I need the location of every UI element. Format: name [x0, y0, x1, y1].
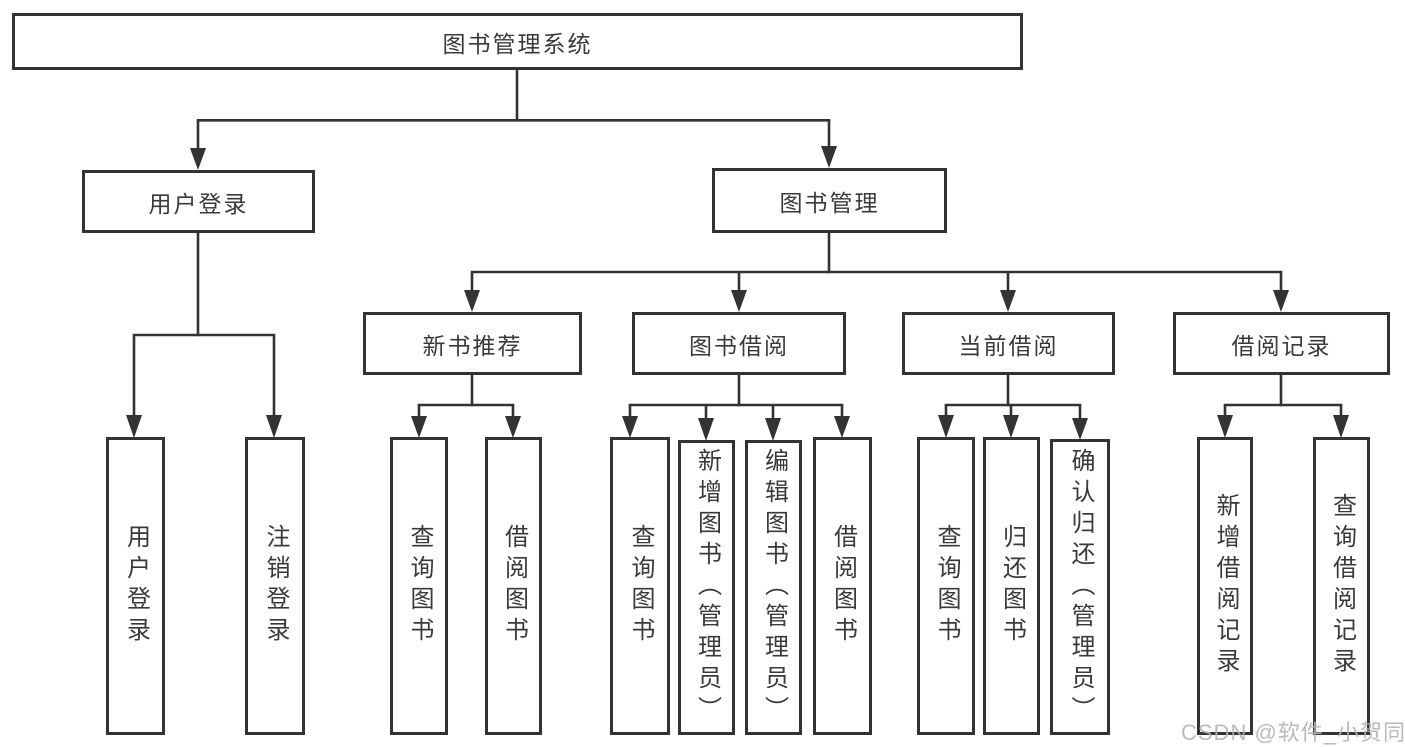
node-leaf-confirm-return-admin: 确认归还（管理员） [1050, 439, 1110, 735]
node-book-management: 图书管理 [712, 168, 947, 233]
node-leaf-user-login: 用户登录 [106, 437, 165, 735]
node-leaf-borrow-books: 借阅图书 [485, 437, 542, 735]
node-user-login: 用户登录 [82, 170, 315, 233]
node-current-borrowing: 当前借阅 [902, 312, 1115, 375]
node-leaf-return-book: 归还图书 [983, 437, 1040, 735]
node-library-management-system: 图书管理系统 [12, 13, 1023, 70]
node-leaf-query-books: 查询图书 [390, 437, 448, 735]
node-leaf-query-books: 查询图书 [610, 437, 670, 735]
node-book-borrowing: 图书借阅 [632, 312, 846, 375]
node-leaf-borrow-books: 借阅图书 [813, 437, 872, 735]
node-leaf-add-book-admin: 新增图书（管理员） [678, 440, 735, 735]
node-borrow-records: 借阅记录 [1173, 312, 1390, 375]
node-leaf-query-books: 查询图书 [917, 437, 975, 735]
node-leaf-query-borrow-record: 查询借阅记录 [1313, 437, 1370, 735]
node-leaf-edit-book-admin: 编辑图书（管理员） [745, 440, 802, 735]
node-leaf-logout: 注销登录 [245, 437, 305, 735]
watermark: CSDN @软件_小贺同学 [1181, 720, 1405, 745]
node-new-book-recommendation: 新书推荐 [363, 312, 582, 375]
node-leaf-add-borrow-record: 新增借阅记录 [1197, 437, 1253, 735]
